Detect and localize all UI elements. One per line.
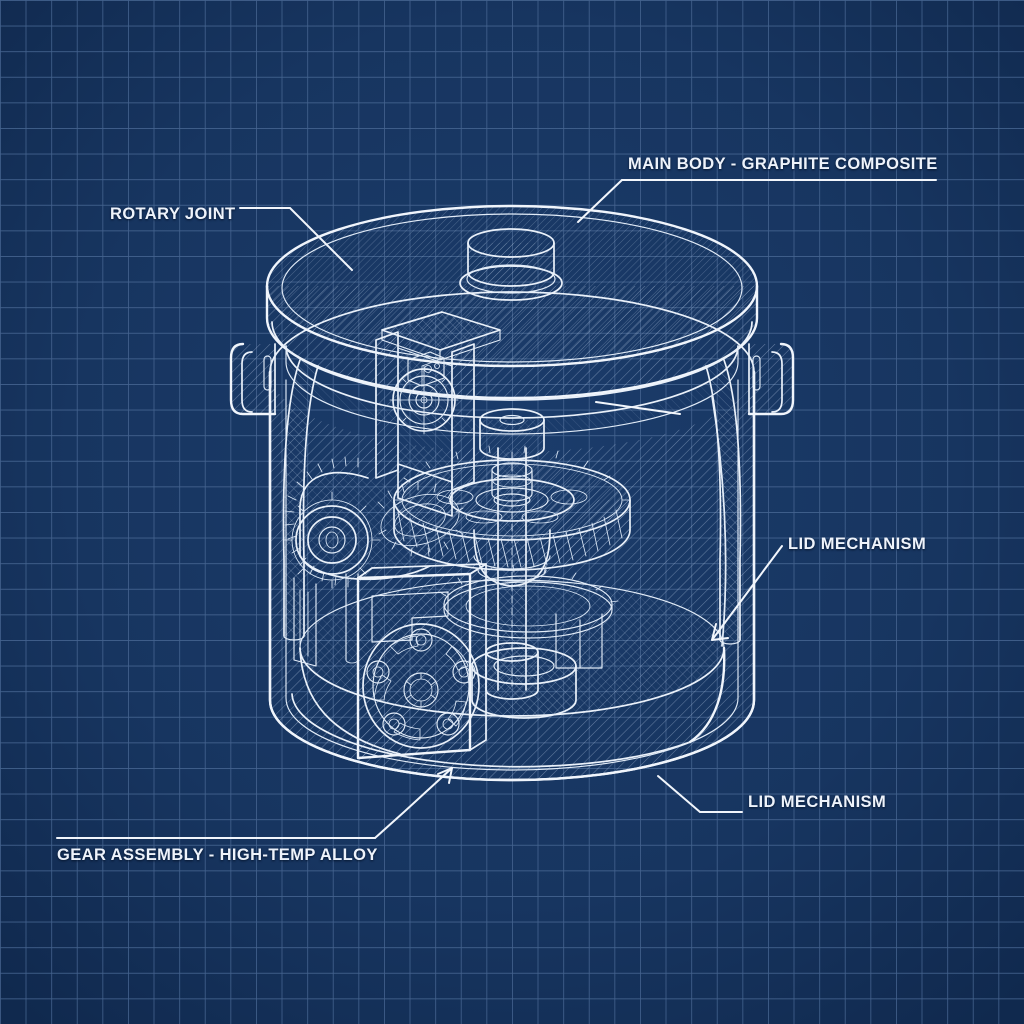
bearing-flange-plate: [356, 563, 487, 760]
lid-assembly: [265, 204, 759, 435]
leader-gear-assembly: [374, 767, 453, 839]
arrow-lid-right: [711, 623, 729, 641]
side-handle-right: [747, 342, 795, 416]
callout-label-lid-mechanism-bottom: LID MECHANISM: [748, 793, 887, 811]
lid-knob: [459, 228, 563, 301]
leader-lid-right: [711, 545, 783, 641]
callout-leaders: [56, 179, 937, 839]
callout-label-main-body: MAIN BODY - GRAPHITE COMPOSITE: [628, 155, 938, 173]
body-cut-edge: [268, 370, 756, 782]
main-crown-gear: [393, 445, 631, 587]
leader-inner-lid-visible: [595, 401, 681, 415]
callout-label-gear-assembly: GEAR ASSEMBLY - HIGH-TEMP ALLOY: [57, 846, 378, 864]
leader-main-body: [577, 179, 623, 223]
callout-label-rotary-joint: ROTARY JOINT: [110, 205, 236, 223]
leader-lid-bottom: [657, 775, 743, 813]
callout-label-lid-mechanism-right: LID MECHANISM: [788, 535, 927, 553]
arrow-gear-assembly: [437, 767, 453, 784]
leader-rotary-joint: [239, 207, 353, 271]
side-handle-left: [229, 342, 277, 416]
